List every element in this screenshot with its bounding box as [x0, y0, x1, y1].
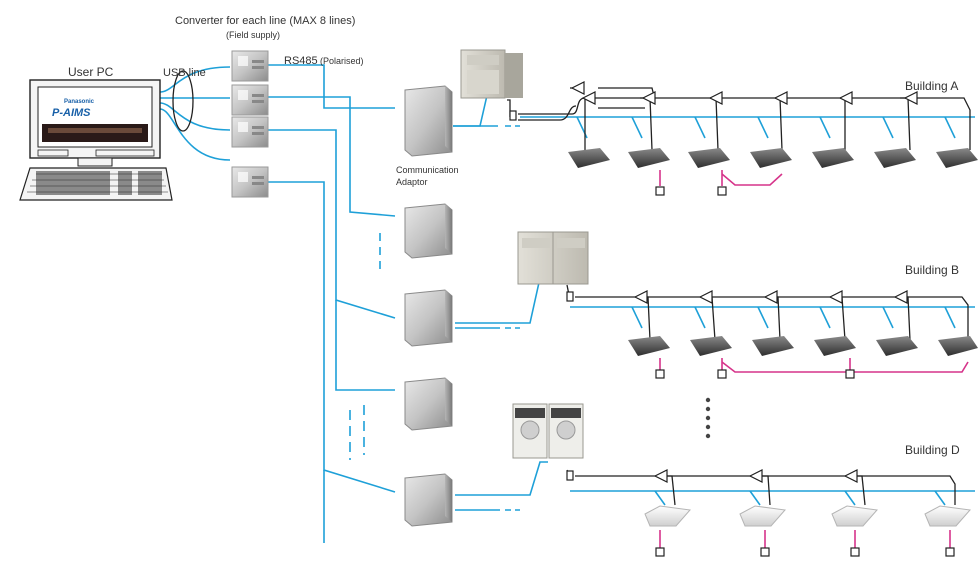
pc-screen-brand: Panasonic — [64, 99, 95, 105]
cassette-unit — [688, 148, 730, 168]
indoor-units-building-b — [628, 336, 978, 356]
cassette-unit — [936, 148, 978, 168]
converters — [231, 50, 269, 198]
converter-title: Converter for each line (MAX 8 lines) — [175, 15, 355, 27]
converter-unit — [231, 50, 269, 82]
remote-controllers — [655, 186, 955, 557]
communication-adaptor — [404, 203, 453, 259]
rs485-label: RS485 — [284, 55, 318, 67]
outdoor-unit-building-a — [460, 49, 523, 99]
remote-controller-icon — [760, 547, 770, 557]
cassette-unit — [812, 148, 854, 168]
cassette-unit — [938, 336, 978, 356]
cassette-unit — [874, 148, 916, 168]
communication-adaptor-label-line2: Adaptor — [396, 177, 428, 187]
cassette-unit — [690, 336, 732, 356]
cassette-unit — [831, 505, 878, 527]
communication-adaptor-label-line1: Communication — [396, 165, 459, 175]
branch-headers — [509, 110, 574, 481]
cassette-unit — [568, 148, 610, 168]
cassette-unit — [752, 336, 794, 356]
remote-controller-icon — [850, 547, 860, 557]
flow-arrows — [570, 81, 918, 483]
building-d-label: Building D — [905, 443, 960, 457]
user-pc: Panasonic P-AIMS — [19, 79, 173, 201]
communication-adaptors — [404, 85, 453, 527]
communication-adaptor — [404, 473, 453, 527]
indoor-units-building-d — [644, 505, 971, 527]
remote-controller-icon — [717, 186, 727, 196]
outdoor-unit-building-d — [512, 403, 584, 459]
remote-controller-icon — [655, 369, 665, 379]
pc-screen-product: P-AIMS — [52, 107, 91, 119]
polarised-label: (Polarised) — [320, 56, 364, 66]
cassette-unit — [628, 148, 670, 168]
cassette-unit — [876, 336, 918, 356]
usb-line-label: USB line — [163, 67, 206, 79]
building-b-label: Building B — [905, 263, 959, 277]
cassette-unit — [750, 148, 792, 168]
remote-controller-icon — [655, 547, 665, 557]
cassette-unit — [739, 505, 786, 527]
cassette-unit — [814, 336, 856, 356]
cassette-unit — [628, 336, 670, 356]
communication-adaptor — [404, 377, 453, 431]
converter-unit — [231, 116, 269, 148]
field-supply-label: (Field supply) — [226, 30, 280, 40]
outdoor-unit-building-b — [517, 231, 589, 285]
remote-controller-icon — [655, 186, 665, 196]
cassette-unit — [924, 505, 971, 527]
ellipsis-dots — [705, 397, 711, 439]
converter-unit — [231, 166, 269, 198]
communication-adaptor — [404, 289, 453, 347]
building-a-label: Building A — [905, 79, 958, 93]
communication-adaptor — [404, 85, 453, 157]
cassette-unit — [644, 505, 691, 527]
user-pc-label: User PC — [68, 65, 114, 79]
remote-controller-icon — [845, 369, 855, 379]
indoor-units-building-a — [568, 148, 978, 168]
usb-bundle-icon — [172, 70, 194, 132]
remote-controller-icon — [717, 369, 727, 379]
outdoor-units — [460, 49, 589, 459]
remote-controller-icon — [945, 547, 955, 557]
converter-unit — [231, 84, 269, 116]
